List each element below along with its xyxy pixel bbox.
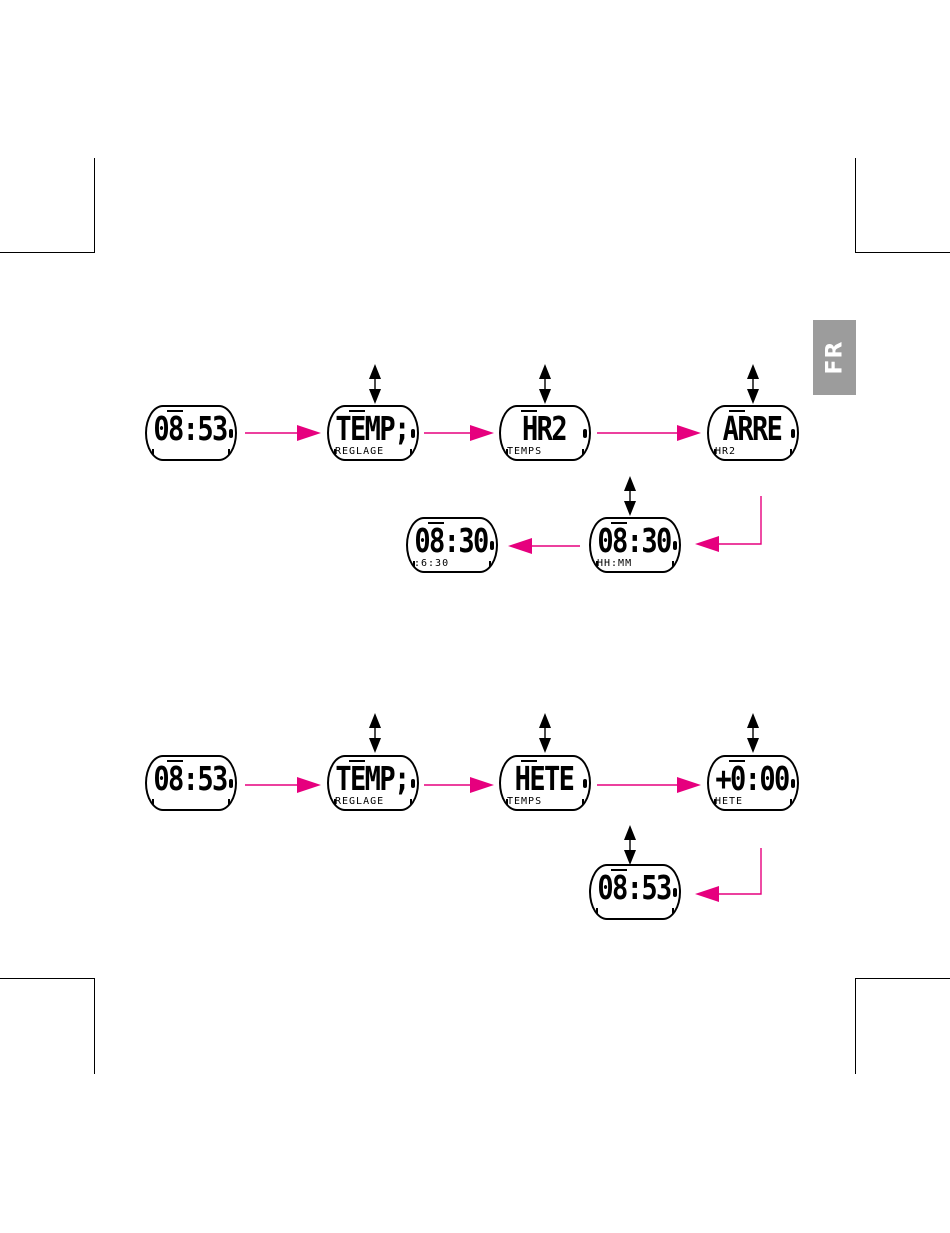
watch-sub-text: TEMPS (507, 446, 583, 458)
watch-display-bottom-3: HETE TEMPS (499, 755, 591, 811)
watch-main-text: 08:30 (419, 522, 483, 560)
watch-main-text: 08:53 (602, 869, 666, 907)
crop-mark-bottom-left-vertical (94, 978, 95, 1074)
watch-display-bottom-4: +0:00 HETE (707, 755, 799, 811)
language-tab: FR (813, 320, 856, 395)
watch-main-text: 08:30 (602, 522, 666, 560)
elbow-arrow-icon (695, 496, 765, 556)
crop-mark-top-left-horizontal (0, 252, 95, 253)
right-arrow-icon (245, 424, 321, 442)
watch-main-text: HETE (512, 760, 576, 798)
up-down-triangle-icon (623, 825, 637, 865)
watch-display-top-1: 08:53 (145, 405, 237, 461)
watch-display-top-2: TEMP; REGLAGE (327, 405, 419, 461)
watch-main-text: 08:53 (158, 760, 222, 798)
watch-display-top-6: 08:30 :6:30 (406, 517, 498, 573)
crop-mark-top-left-vertical (94, 158, 95, 253)
watch-main-text: ARRE (720, 410, 784, 448)
watch-sub-text: REGLAGE (335, 796, 411, 808)
crop-mark-bottom-right-horizontal (855, 978, 950, 979)
watch-sub-text: :6:30 (414, 558, 490, 570)
watch-main-text: +0:00 (720, 760, 784, 798)
up-down-triangle-icon (538, 364, 552, 404)
right-arrow-icon (597, 776, 701, 794)
watch-sub-text (153, 796, 229, 808)
crop-mark-bottom-right-vertical (855, 978, 856, 1074)
elbow-arrow-icon (695, 848, 765, 906)
watch-sub-text: HETE (715, 796, 791, 808)
language-tab-label: FR (822, 341, 847, 375)
watch-sub-text: TEMPS (507, 796, 583, 808)
watch-main-text: TEMP; (340, 760, 404, 798)
watch-display-top-5: 08:30 HH:MM (589, 517, 681, 573)
crop-mark-top-right-vertical (855, 158, 856, 253)
watch-sub-text: HR2 (715, 446, 791, 458)
watch-display-bottom-5: 08:53 (589, 864, 681, 920)
up-down-triangle-icon (368, 364, 382, 404)
right-arrow-icon (424, 776, 494, 794)
up-down-triangle-icon (538, 713, 552, 753)
watch-display-top-4: ARRE HR2 (707, 405, 799, 461)
left-arrow-icon (508, 537, 580, 555)
watch-main-text: 08:53 (158, 410, 222, 448)
crop-mark-top-right-horizontal (855, 252, 950, 253)
crop-mark-bottom-left-horizontal (0, 978, 95, 979)
up-down-triangle-icon (746, 364, 760, 404)
up-down-triangle-icon (368, 713, 382, 753)
right-arrow-icon (245, 776, 321, 794)
watch-sub-text (597, 905, 673, 917)
watch-display-bottom-2: TEMP; REGLAGE (327, 755, 419, 811)
up-down-triangle-icon (623, 476, 637, 516)
watch-sub-text (153, 446, 229, 458)
watch-sub-text: HH:MM (597, 558, 673, 570)
watch-main-text: TEMP; (340, 410, 404, 448)
watch-sub-text: REGLAGE (335, 446, 411, 458)
right-arrow-icon (424, 424, 494, 442)
watch-display-top-3: HR2 TEMPS (499, 405, 591, 461)
right-arrow-icon (597, 424, 701, 442)
watch-main-text: HR2 (512, 410, 576, 448)
up-down-triangle-icon (746, 713, 760, 753)
watch-display-bottom-1: 08:53 (145, 755, 237, 811)
